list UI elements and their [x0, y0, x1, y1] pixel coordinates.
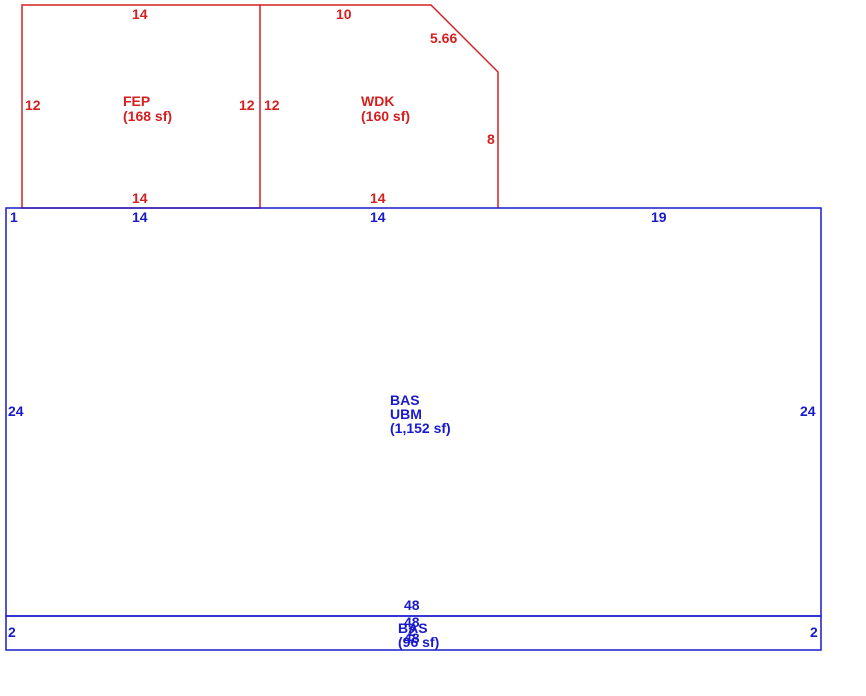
- fep-left-dim: 12: [25, 97, 41, 113]
- wdk-outline: [260, 4, 499, 208]
- bas-strip-outline: [5, 615, 822, 651]
- fep-top-dim: 14: [132, 6, 148, 22]
- bas2-overlap-dim-2: 2: [408, 623, 416, 639]
- fep-right-dim: 12: [239, 97, 255, 113]
- bas-right-dim: 24: [800, 403, 816, 419]
- bas2-area: (96 sf): [398, 634, 439, 650]
- bas-area: (1,152 sf): [390, 420, 451, 436]
- fep-area: (168 sf): [123, 108, 172, 124]
- bas-top-dim-b: 14: [370, 209, 386, 225]
- wdk-bottom-dim: 14: [370, 190, 386, 206]
- bas-top-dim-a: 14: [132, 209, 148, 225]
- fep-bottom-dim: 14: [132, 190, 148, 206]
- wdk-code: WDK: [361, 93, 394, 109]
- wdk-diagonal-dim: 5.66: [430, 30, 457, 46]
- bas-sub: UBM: [390, 406, 422, 422]
- bas2-overlap-dim-1: 48: [404, 614, 420, 630]
- wdk-right-dim: 8: [487, 131, 495, 147]
- wdk-top-dim: 10: [336, 6, 352, 22]
- bas-left-dim: 24: [8, 403, 24, 419]
- bas-corner-label: 1: [10, 209, 18, 225]
- fep-code: FEP: [123, 93, 150, 109]
- bas2-right-dim: 2: [810, 624, 818, 640]
- bas-code: BAS: [390, 392, 420, 408]
- bas-top-dim-c: 19: [651, 209, 667, 225]
- wdk-left-dim: 12: [264, 97, 280, 113]
- wdk-area: (160 sf): [361, 108, 410, 124]
- bas2-left-dim: 2: [8, 624, 16, 640]
- bas2-overlap-dim-3: 48: [404, 630, 420, 646]
- bas-bottom-dim: 48: [404, 597, 420, 613]
- bas2-code: BAS: [398, 620, 428, 636]
